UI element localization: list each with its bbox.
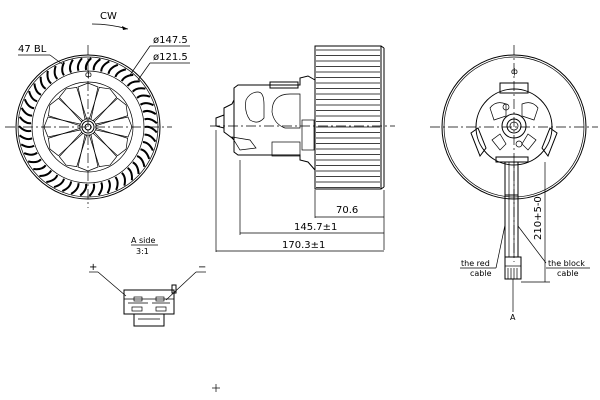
outer-diameter-label: ø147.5 xyxy=(153,35,188,46)
dim-overall-length: 170.3±1 xyxy=(282,240,325,251)
inner-diameter-label: ø121.5 xyxy=(153,52,188,63)
red-cable-label-line2: cable xyxy=(470,269,492,278)
motor-rear-view: A ф 210+5-0 the red cable the block cabl… xyxy=(430,45,598,322)
detail-scale: 3:1 xyxy=(136,247,149,256)
black-cable-label-line1: the block xyxy=(548,259,585,268)
dim-cable-length: 210+5-0 xyxy=(533,196,544,240)
blade-count-label: 47 BL xyxy=(18,44,47,55)
plus-terminal-label: + xyxy=(89,262,97,273)
view-marker-label: A xyxy=(510,313,516,322)
registration-mark xyxy=(212,384,220,392)
detail-title: A side xyxy=(131,236,155,245)
red-cable-label-line1: the red xyxy=(461,259,490,268)
blower-side-view: 70.6 145.7±1 170.3±1 xyxy=(210,45,395,252)
svg-text:ф: ф xyxy=(511,67,518,76)
dim-motor-length: 145.7±1 xyxy=(294,222,337,233)
connector-detail-a-side: A side 3:1 + − xyxy=(89,236,206,327)
black-cable-label-line2: cable xyxy=(557,269,579,278)
svg-text:ф: ф xyxy=(85,70,92,79)
rotation-label: CW xyxy=(100,11,117,22)
dim-fan-width: 70.6 xyxy=(336,205,358,216)
fan-front-view: CW 47 BL ø147.5 ø121.5 ф xyxy=(5,11,190,208)
minus-terminal-label: − xyxy=(198,262,206,273)
